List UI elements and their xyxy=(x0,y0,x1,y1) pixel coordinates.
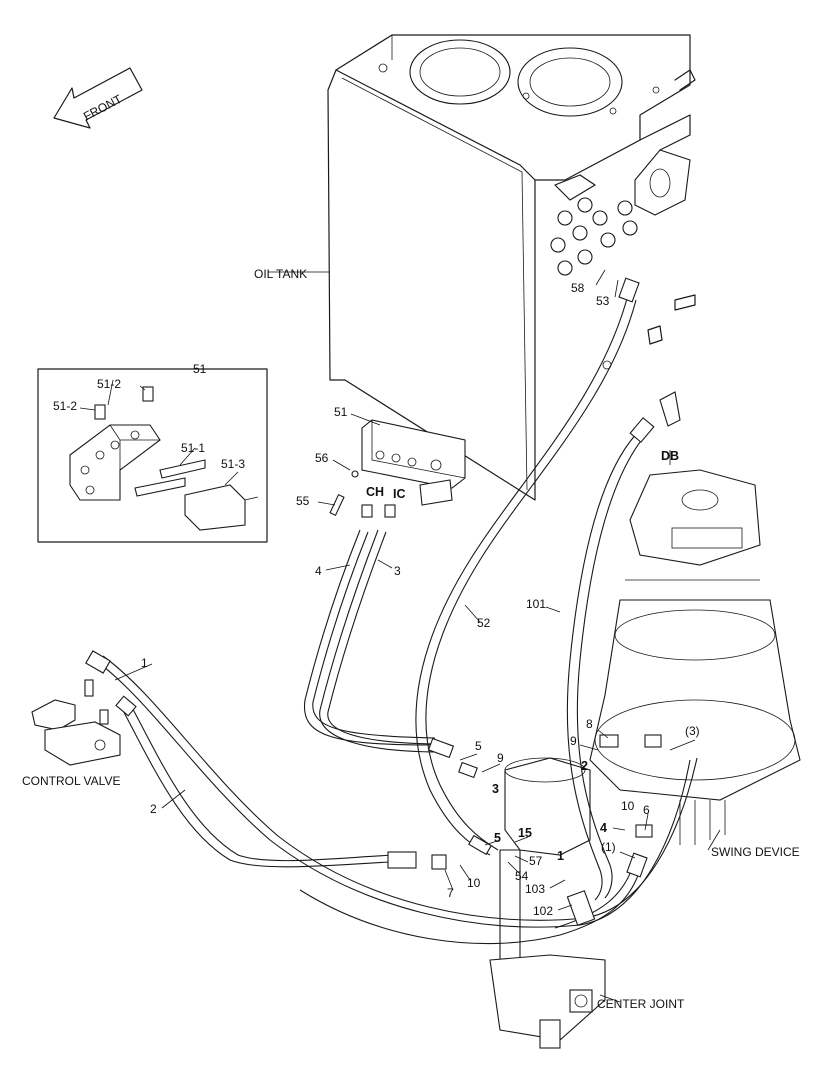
callout-10-right: 10 xyxy=(621,799,635,813)
label-swing-device: SWING DEVICE xyxy=(711,845,800,859)
callout-52: 52 xyxy=(477,616,491,630)
oil-tank xyxy=(327,34,696,501)
inset-51 xyxy=(37,368,268,543)
fittings xyxy=(85,277,662,926)
control-valve xyxy=(31,679,121,766)
callout-103: 103 xyxy=(525,882,545,896)
callout-54: 54 xyxy=(515,869,529,883)
label-center-joint: CENTER JOINT xyxy=(597,997,685,1011)
callout-56: 56 xyxy=(315,451,329,465)
callout-1-bold: 1 xyxy=(557,849,564,863)
port-ic: IC xyxy=(393,487,406,501)
inset-label-51-2-left: 51-2 xyxy=(53,399,77,413)
callout-10-left: 10 xyxy=(467,876,481,890)
callout-2-bold: 2 xyxy=(581,759,588,773)
front-arrow-icon: FRONT xyxy=(53,67,143,129)
callout-8: 8 xyxy=(586,717,593,731)
valve-block-51 xyxy=(329,419,466,518)
center-joint xyxy=(489,757,606,1049)
front-label: FRONT xyxy=(81,91,125,123)
leader-lines xyxy=(79,269,721,1003)
callout-55: 55 xyxy=(296,494,310,508)
callout-3-bold: 3 xyxy=(492,782,499,796)
callout-3-top: 3 xyxy=(394,564,401,578)
tank-ports xyxy=(550,197,638,276)
callout-101: 101 xyxy=(526,597,546,611)
callout-51: 51 xyxy=(334,405,348,419)
inset-label-51-3: 51-3 xyxy=(221,457,245,471)
port-ch: CH xyxy=(366,485,384,499)
callout-57: 57 xyxy=(529,854,543,868)
inset-label-51-2-top: 51-2 xyxy=(97,377,121,391)
inset-title: 51 xyxy=(193,362,207,376)
hoses xyxy=(94,294,698,945)
callout-5-bold: 5 xyxy=(494,831,501,845)
callout-9-left: 9 xyxy=(497,751,504,765)
callout-7: 7 xyxy=(447,886,454,900)
label-oil-tank: OIL TANK xyxy=(254,267,307,281)
port-db: DB xyxy=(661,449,679,463)
callout-53: 53 xyxy=(596,294,610,308)
callout-5-top: 5 xyxy=(475,739,482,753)
callout-4-top: 4 xyxy=(315,564,322,578)
callout-4-bold: 4 xyxy=(600,821,607,835)
callout-3-paren: (3) xyxy=(685,724,700,738)
callout-1-paren: (1) xyxy=(601,840,616,854)
callout-2: 2 xyxy=(150,802,157,816)
swing-device xyxy=(589,391,801,845)
callout-1: 1 xyxy=(141,656,148,670)
label-control-valve: CONTROL VALVE xyxy=(22,774,120,788)
inset-label-51-1: 51-1 xyxy=(181,441,205,455)
callout-9-right: 9 xyxy=(570,734,577,748)
callout-58: 58 xyxy=(571,281,585,295)
callout-15: 15 xyxy=(518,826,532,840)
callout-102: 102 xyxy=(533,904,553,918)
callout-6: 6 xyxy=(643,803,650,817)
